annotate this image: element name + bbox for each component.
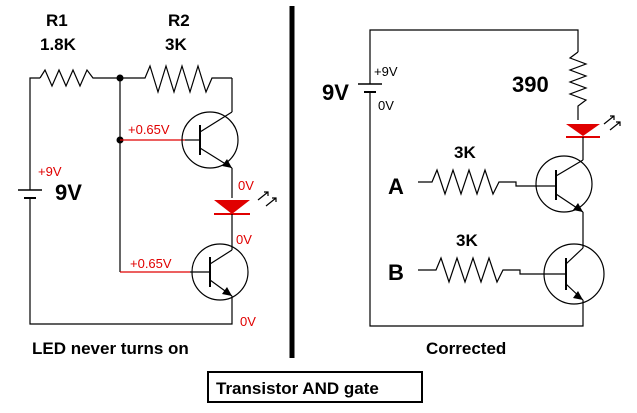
- rb-resistor: [418, 256, 546, 284]
- transistor-right-bottom: [543, 243, 605, 305]
- battery-right: [358, 83, 584, 327]
- input-b-label: B: [388, 260, 404, 285]
- left-top-wire: [29, 77, 40, 190]
- battery-right-plus: +9V: [374, 64, 398, 79]
- right-top-wire: [369, 29, 579, 84]
- battery-right-voltage: 9V: [322, 80, 349, 105]
- r1-name: R1: [46, 11, 68, 30]
- node-ground: 0V: [240, 314, 256, 329]
- left-circuit: R1 1.8K R2 3K +0.65V +0.65V: [18, 11, 277, 358]
- base-voltage-bottom: +0.65V: [130, 256, 172, 271]
- ra-value: 3K: [454, 143, 476, 162]
- right-caption: Corrected: [426, 339, 506, 358]
- led-right: [566, 115, 621, 138]
- r390-value: 390: [512, 72, 549, 97]
- r2-resistor: [120, 63, 232, 95]
- title-box: Transistor AND gate: [207, 371, 423, 403]
- base-voltage-top: +0.65V: [128, 122, 170, 137]
- right-circuit: 390 +9V 0V 9V A 3K: [322, 29, 621, 358]
- r1-value: 1.8K: [40, 35, 77, 54]
- battery-left-voltage: 9V: [55, 180, 82, 205]
- led-left: [214, 191, 277, 215]
- transistor-bottom: [190, 243, 249, 301]
- input-a-label: A: [388, 174, 404, 199]
- transistor-top: [181, 111, 239, 169]
- node-led-top: 0V: [238, 178, 254, 193]
- transistor-right-top: [535, 155, 593, 213]
- page-title: Transistor AND gate: [216, 379, 379, 398]
- r2-value: 3K: [165, 35, 187, 54]
- ra-resistor: [418, 168, 540, 196]
- r2-name: R2: [168, 11, 190, 30]
- node-led-bottom: 0V: [236, 232, 252, 247]
- left-caption: LED never turns on: [32, 339, 189, 358]
- rb-value: 3K: [456, 231, 478, 250]
- battery-left: [18, 189, 42, 212]
- r1-resistor: [39, 68, 120, 88]
- r390-resistor: [568, 51, 588, 120]
- battery-right-zero: 0V: [378, 98, 394, 113]
- ground-wire: [29, 212, 233, 325]
- battery-left-plus: +9V: [38, 164, 62, 179]
